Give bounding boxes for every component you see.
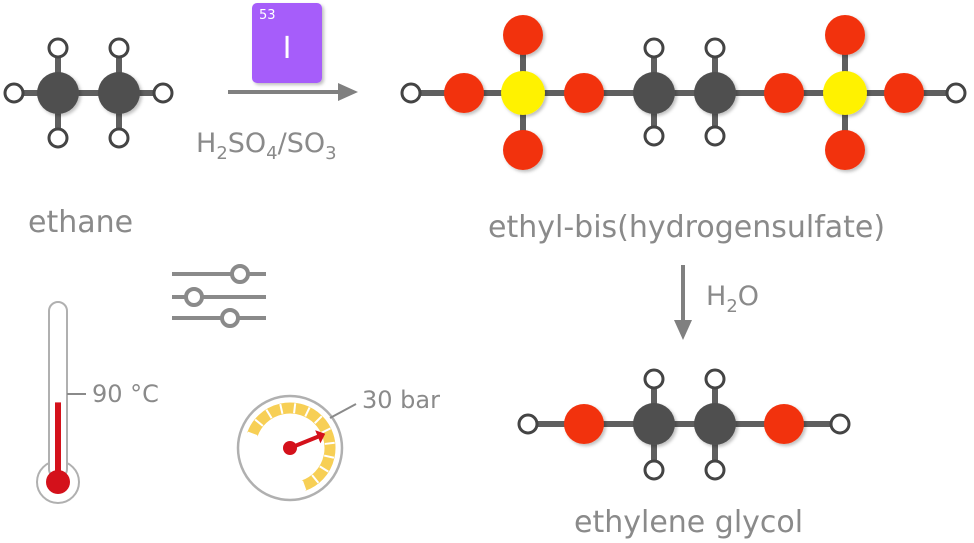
product-label: ethylene glycol	[574, 505, 803, 540]
pressure-gauge-icon	[236, 394, 357, 502]
reaction-arrow-icon	[228, 83, 358, 101]
iodine-element-tile	[252, 3, 322, 83]
intermediate-oxygen-atom	[564, 73, 604, 113]
intermediate-oxygen-atom	[825, 130, 865, 170]
tile-atomic-number: 53	[259, 8, 276, 23]
gauge-tick	[247, 431, 258, 437]
intermediate-hydrogen-atom	[643, 37, 665, 59]
intermediate-hydrogen-atom	[643, 125, 665, 147]
intermediate-bonds	[408, 32, 959, 153]
product-carbon-atom	[694, 403, 736, 445]
product-carbon-atom	[633, 403, 675, 445]
ethane-molecule	[3, 37, 174, 149]
reaction-arrow-down-icon	[674, 265, 692, 340]
ethane-bonds	[11, 45, 166, 141]
intermediate-oxygen-atom	[444, 73, 484, 113]
gauge-tick	[293, 403, 297, 414]
intermediate-oxygen-atom	[503, 130, 543, 170]
reagent-step1-label: H2SO4/SO3	[196, 128, 337, 164]
intermediate-hydrogen-atom	[400, 82, 422, 104]
gauge-tick	[324, 441, 335, 445]
temperature-label: 90 °C	[92, 380, 159, 408]
product-oxygen-atom	[764, 404, 804, 444]
product-oxygen-atom	[564, 404, 604, 444]
intermediate-sulfur-atom	[501, 71, 545, 115]
thermometer-icon	[36, 301, 86, 504]
intermediate-hydrogen-atom	[704, 37, 726, 59]
intermediate-label: ethyl-bis(hydrogensulfate)	[488, 210, 885, 245]
ethane-hydrogen-atom	[108, 127, 130, 149]
gauge-tick	[319, 465, 329, 473]
ethane-hydrogen-atom	[152, 82, 174, 104]
gauge-tick	[314, 415, 323, 424]
product-hydrogen-atom	[643, 368, 665, 390]
gauge-tick	[265, 409, 273, 419]
product-hydrogen-atom	[704, 368, 726, 390]
product-hydrogen-atom	[643, 459, 665, 481]
ethane-carbon-atom	[37, 72, 79, 114]
intermediate-hydrogen-atom	[704, 125, 726, 147]
ethane-hydrogen-atom	[3, 82, 25, 104]
gauge-tick	[279, 403, 284, 415]
intermediate-oxygen-atom	[884, 73, 924, 113]
ethane-hydrogen-atom	[47, 37, 69, 59]
ethane-hydrogen-atom	[47, 127, 69, 149]
gauge-needle-tip	[315, 430, 326, 444]
intermediate-molecule	[400, 15, 967, 170]
intermediate-hydrogen-atom	[945, 82, 967, 104]
intermediate-oxygen-atom	[764, 73, 804, 113]
intermediate-sulfur-atom	[823, 71, 867, 115]
reagent-step2-label: H2O	[706, 281, 759, 317]
ethane-hydrogen-atom	[108, 37, 130, 59]
product-hydrogen-atom	[517, 413, 539, 435]
gauge-ticks	[247, 403, 335, 491]
ethane-label: ethane	[28, 205, 133, 240]
tile-element-symbol: I	[283, 31, 292, 66]
gauge-tick	[311, 474, 320, 484]
product-molecule	[517, 368, 851, 481]
gauge-tick	[304, 407, 311, 417]
gauge-hub	[283, 441, 297, 455]
gauge-tick	[321, 427, 331, 434]
pressure-label: 30 bar	[362, 386, 440, 414]
product-hydrogen-atom	[704, 459, 726, 481]
intermediate-oxygen-atom	[825, 15, 865, 55]
sliders-icon	[172, 264, 266, 328]
intermediate-carbon-atom	[694, 72, 736, 114]
gauge-tick	[301, 480, 307, 491]
product-hydrogen-atom	[829, 413, 851, 435]
intermediate-carbon-atom	[633, 72, 675, 114]
intermediate-oxygen-atom	[503, 15, 543, 55]
gauge-tick	[254, 418, 264, 427]
thermometer-mercury	[55, 402, 61, 478]
ethane-carbon-atom	[98, 72, 140, 114]
thermometer-bulb	[46, 470, 70, 494]
gauge-tick	[323, 454, 335, 459]
